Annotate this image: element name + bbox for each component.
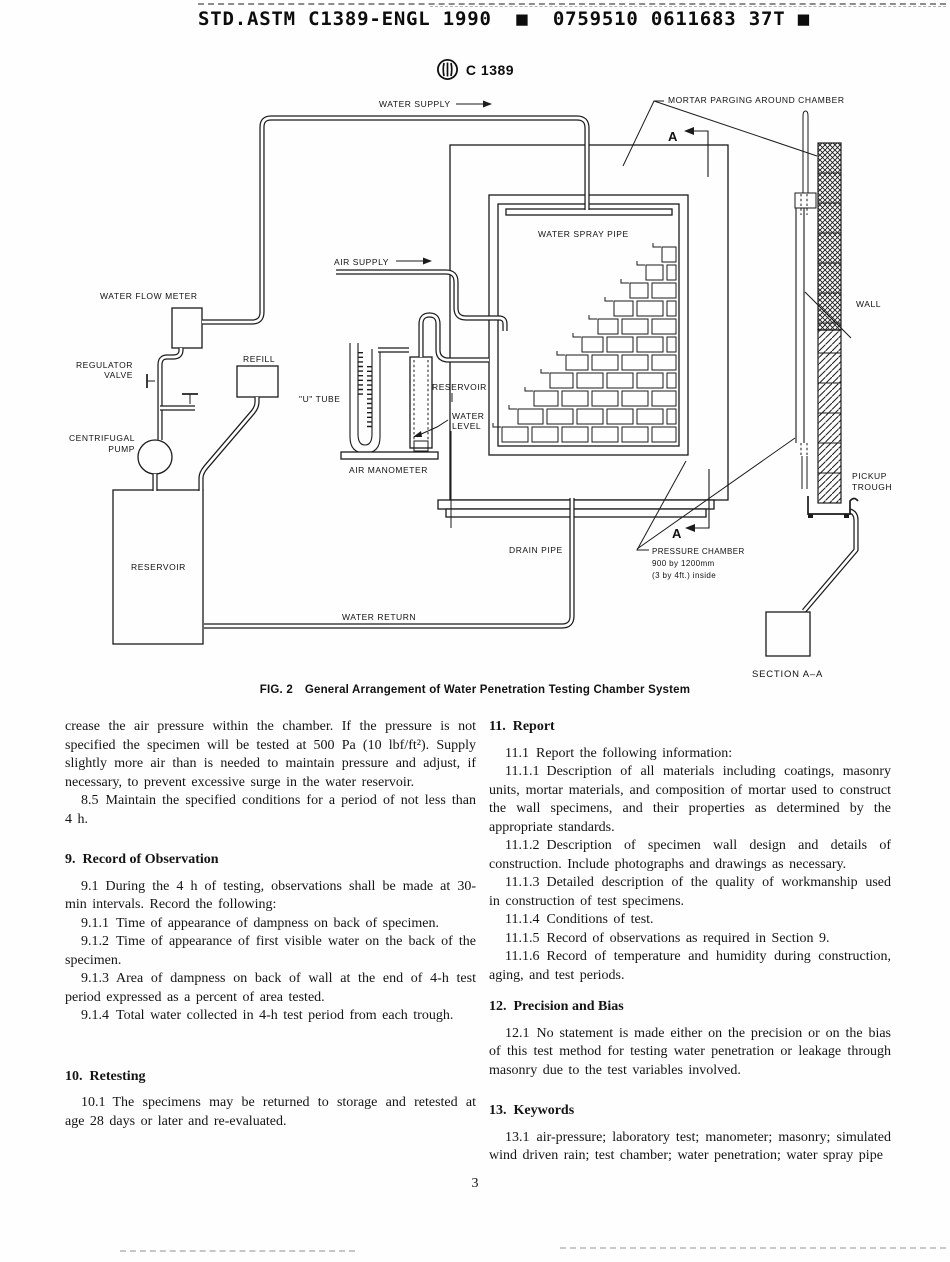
valves: [146, 374, 198, 404]
heading-section-12: 12. Precision and Bias: [489, 999, 624, 1014]
label-centrifugal-pump: CENTRIFUGAL: [69, 433, 135, 443]
svg-text:VALVE: VALVE: [104, 370, 133, 380]
manometer-base: [340, 451, 439, 460]
label-water-flow-meter: WATER FLOW METER: [100, 291, 198, 301]
scan-artifact-top2: [430, 6, 946, 7]
standard-designation: C 1389: [0, 58, 950, 86]
paragraph-13-1: 13.1 air-pressure; laboratory test; mano…: [489, 1129, 891, 1164]
collection-box: [765, 611, 811, 657]
heading-section-13: 13. Keywords: [489, 1103, 575, 1118]
leaders: [396, 100, 818, 551]
scan-header-code: STD.ASTM C1389-ENGL 1990 ■ 0759510 06116…: [198, 8, 810, 30]
wall-leader: [804, 291, 852, 339]
label-refill: REFILL: [243, 354, 275, 364]
scan-artifact-top: [198, 3, 946, 5]
paragraph-9-1: 9.1 During the 4 h of testing, observati…: [65, 878, 476, 913]
top-bracket: [794, 192, 817, 209]
label-reservoir-small: RESERVOIR: [432, 382, 487, 392]
scan-artifact-bottom-left: [120, 1250, 355, 1252]
svg-text:900 by 1200mm: 900 by 1200mm: [652, 559, 715, 568]
label-u-tube: "U" TUBE: [299, 394, 340, 404]
label-air-manometer: AIR MANOMETER: [349, 465, 428, 475]
label-mortar-parging: MORTAR PARGING AROUND CHAMBER: [668, 95, 845, 105]
standard-number: C 1389: [465, 61, 515, 78]
paragraph-11-1: 11.1 Report the following information:: [505, 745, 733, 761]
paragraph-8-4-cont: crease the air pressure within the chamb…: [65, 719, 476, 790]
section-arrow-top: [684, 127, 694, 135]
heading-section-10: 10. Retesting: [65, 1068, 146, 1084]
diagram-labels: WATER SUPPLY MORTAR PARGING AROUND CHAMB…: [69, 95, 892, 680]
heading-section-11: 11. Report: [489, 719, 555, 734]
svg-text:LEVEL: LEVEL: [452, 421, 481, 431]
paragraph-10-1: 10.1 The specimens may be returned to st…: [65, 1095, 476, 1129]
label-reservoir-main: RESERVOIR: [131, 562, 186, 572]
paragraph-9-1-4: 9.1.4 Total water collected in 4-h test …: [81, 1008, 454, 1023]
label-water-supply: WATER SUPPLY: [379, 99, 451, 109]
section-arrow-bottom: [685, 524, 695, 532]
figure-caption: FIG. 2 General Arrangement of Water Pene…: [259, 684, 691, 696]
meter-inlet-pipe: [157, 347, 184, 440]
refill-pipe: [198, 397, 260, 491]
page-number: 3: [471, 1176, 479, 1191]
paragraph-9-1-1: 9.1.1 Time of appearance of dampness on …: [81, 915, 439, 931]
wall-section-masonry: [817, 329, 842, 504]
label-water-return: WATER RETURN: [342, 612, 416, 622]
paragraph-12-1: 12.1 No statement is made either on the …: [489, 1025, 891, 1078]
label-section-aa: SECTION A–A: [752, 669, 823, 680]
label-water-spray-pipe: WATER SPRAY PIPE: [538, 229, 629, 239]
chamber-leader-section: [636, 437, 796, 550]
paragraph-11-1-5: 11.1.5 Record of observations as require…: [505, 930, 830, 946]
label-section-a-bottom: A: [672, 526, 682, 541]
paragraph-9-1-3: 9.1.3 Area of dampness on back of wall a…: [65, 971, 476, 1005]
section-view: [765, 110, 859, 657]
pressure-chamber-plan: [437, 144, 729, 518]
brick-specimen: [492, 243, 677, 443]
wall-section-parged: [817, 142, 842, 331]
svg-text:TROUGH: TROUGH: [852, 482, 892, 492]
scan-artifact-bottom-right: [560, 1247, 946, 1249]
label-drain-pipe: DRAIN PIPE: [509, 545, 563, 555]
water-level-leader: [418, 419, 449, 436]
svg-text:PUMP: PUMP: [108, 444, 135, 454]
reservoir-box: [112, 489, 204, 645]
water-flow-meter-box: [171, 307, 203, 349]
paragraph-11-1-2: 11.1.2 Description of specimen wall desi…: [489, 838, 891, 872]
left-column: crease the air pressure within the chamb…: [65, 718, 476, 1131]
pickup-trough-shape: [807, 496, 859, 515]
heading-section-9: 9. Record of Observation: [65, 852, 219, 867]
paragraph-11-1-6: 11.1.6 Record of temperature and humidit…: [489, 949, 891, 983]
astm-logo-icon: [436, 58, 458, 81]
spray-pipe-section: [802, 110, 809, 193]
paragraph-8-5: 8.5 Maintain the specified conditions fo…: [65, 793, 476, 827]
label-pickup-trough: PICKUP: [852, 471, 887, 481]
wall-course-lines: [818, 172, 841, 474]
paragraph-11-1-3: 11.1.3 Detailed description of the quali…: [489, 875, 891, 909]
paragraph-11-1-1: 11.1.1 Description of all materials incl…: [489, 764, 891, 835]
paragraph-11-1-4: 11.1.4 Conditions of test.: [505, 912, 654, 927]
mortar-leader-right: [653, 100, 818, 157]
centrifugal-pump-circle: [137, 439, 173, 475]
label-section-a-top: A: [668, 129, 678, 144]
chamber-leader-plan: [636, 460, 687, 551]
figure-diagram: WATER SUPPLY MORTAR PARGING AROUND CHAMB…: [69, 95, 892, 680]
label-pressure-chamber: PRESSURE CHAMBER: [652, 547, 745, 556]
paragraph-9-1-2: 9.1.2 Time of appearance of first visibl…: [65, 934, 476, 968]
right-column: 11. Report 11.1 Report the following inf…: [489, 718, 891, 1166]
pipes: [152, 115, 859, 629]
label-air-supply: AIR SUPPLY: [334, 257, 389, 267]
equipment: [112, 307, 439, 645]
refill-box: [236, 365, 279, 398]
label-regulator-valve: REGULATOR: [76, 360, 133, 370]
svg-text:(3 by 4ft.) inside: (3 by 4ft.) inside: [652, 571, 716, 580]
label-water-level: WATER: [452, 411, 485, 421]
label-wall: WALL: [856, 299, 881, 309]
